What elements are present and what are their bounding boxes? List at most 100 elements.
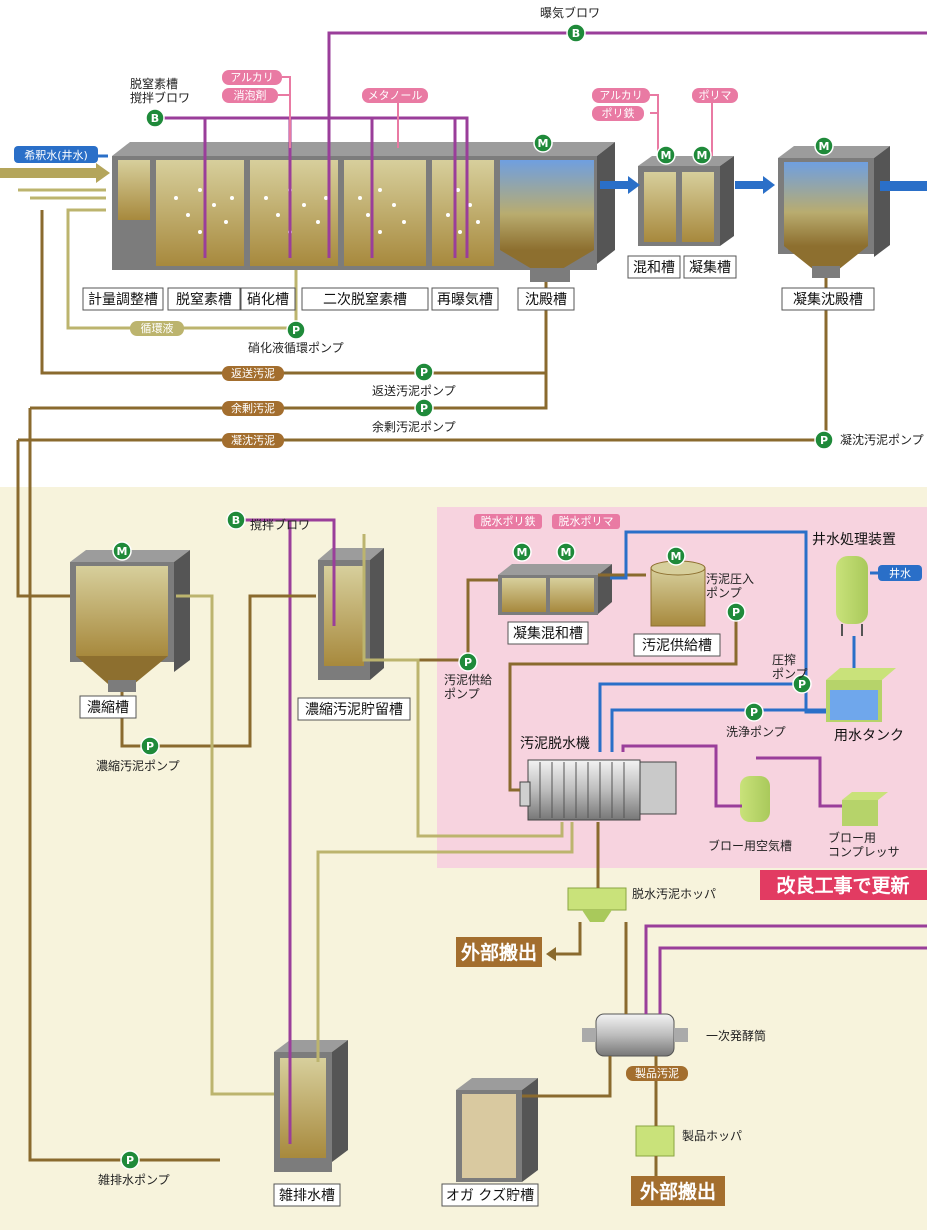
pump-badge: P	[744, 702, 764, 722]
water-tank-unit	[826, 668, 896, 722]
svg-text:P: P	[464, 656, 472, 669]
svg-text:脱水汚泥ホッパ: 脱水汚泥ホッパ	[632, 886, 716, 901]
svg-text:撹拌ブロワ: 撹拌ブロワ	[250, 517, 310, 532]
svg-text:メタノール: メタノール	[368, 89, 423, 102]
svg-text:M: M	[538, 137, 549, 150]
svg-text:外部搬出: 外部搬出	[640, 1180, 716, 1203]
svg-text:製品汚泥: 製品汚泥	[635, 1066, 679, 1080]
blower-badge: B	[226, 510, 246, 530]
chemical-pills: アルカリ 消泡剤 メタノール アルカリ ポリ鉄 ポリマ 脱水ポリ鉄 脱水ポリマ	[222, 70, 738, 529]
svg-text:濃縮汚泥ポンプ: 濃縮汚泥ポンプ	[96, 758, 180, 773]
tank-label-coagulation: 凝集槽	[683, 255, 737, 279]
thick-storage-tank	[318, 548, 384, 680]
tank-label-sedimentation: 沈殿槽	[517, 287, 575, 311]
svg-text:P: P	[420, 366, 428, 379]
tank-label-nitrification: 硝化槽	[240, 287, 296, 311]
svg-text:濃縮汚泥貯留槽: 濃縮汚泥貯留槽	[305, 702, 403, 718]
pump-badge: P	[414, 398, 434, 418]
tank-label-coag-sedimentation: 凝集沈殿槽	[781, 287, 875, 311]
motor-badge: M	[666, 546, 686, 566]
svg-text:再曝気槽: 再曝気槽	[437, 292, 493, 308]
svg-text:ブロー用空気槽: ブロー用空気槽	[708, 838, 792, 853]
pump-badge: P	[414, 362, 434, 382]
blower-compressor	[842, 792, 888, 826]
svg-text:M: M	[517, 546, 528, 559]
svg-text:P: P	[292, 324, 300, 337]
svg-text:曝気ブロワ: 曝気ブロワ	[540, 5, 600, 20]
output-tags: 外部搬出 外部搬出	[456, 937, 725, 1206]
motor-badge: M	[112, 541, 132, 561]
svg-text:ポリ鉄: ポリ鉄	[602, 106, 635, 120]
svg-text:用水タンク: 用水タンク	[834, 728, 904, 744]
svg-text:二次脱窒素槽: 二次脱窒素槽	[323, 291, 407, 308]
tank-label-denitrification: 脱窒素槽	[167, 287, 241, 311]
svg-text:脱窒素槽撹拌ブロワ: 脱窒素槽撹拌ブロワ	[130, 76, 190, 105]
svg-text:雑排水槽: 雑排水槽	[279, 1188, 335, 1204]
tank-label-sludge-supply: 汚泥供給槽	[633, 633, 721, 657]
thickener-tank	[70, 550, 190, 692]
svg-text:汚泥圧入ポンプ: 汚泥圧入ポンプ	[706, 572, 754, 600]
svg-text:汚泥脱水機: 汚泥脱水機	[520, 736, 590, 752]
svg-text:P: P	[420, 402, 428, 415]
svg-text:オガ クズ貯槽: オガ クズ貯槽	[446, 1188, 534, 1204]
drain-tank	[274, 1040, 348, 1172]
svg-text:凝集沈殿槽: 凝集沈殿槽	[793, 291, 863, 308]
svg-text:井水: 井水	[889, 566, 911, 580]
sludge-supply-tank	[650, 560, 706, 627]
svg-text:一次発酵筒: 一次発酵筒	[706, 1028, 766, 1043]
coag-mixing-unit	[498, 564, 612, 615]
svg-text:P: P	[820, 434, 828, 447]
svg-text:返送汚泥ポンプ: 返送汚泥ポンプ	[372, 383, 456, 398]
blower-air-tank	[740, 776, 770, 822]
svg-text:ブロー用コンプレッサ: ブロー用コンプレッサ	[828, 830, 900, 859]
svg-text:P: P	[146, 740, 154, 753]
svg-text:返送汚泥: 返送汚泥	[231, 366, 275, 380]
hopper	[567, 887, 627, 922]
svg-text:余剰汚泥: 余剰汚泥	[231, 401, 275, 415]
svg-text:沈殿槽: 沈殿槽	[525, 292, 567, 308]
flow-arrows-blue	[600, 176, 927, 194]
svg-text:雑排水ポンプ: 雑排水ポンプ	[98, 1172, 170, 1187]
svg-text:希釈水(井水): 希釈水(井水)	[24, 148, 88, 162]
svg-text:凝集槽: 凝集槽	[689, 259, 731, 276]
svg-text:凝沈汚泥ポンプ: 凝沈汚泥ポンプ	[840, 432, 924, 447]
svg-text:M: M	[661, 149, 672, 162]
svg-text:P: P	[798, 678, 806, 691]
svg-text:循環液: 循環液	[141, 321, 174, 335]
svg-text:余剰汚泥ポンプ: 余剰汚泥ポンプ	[372, 419, 456, 434]
svg-text:M: M	[697, 149, 708, 162]
motor-badge: M	[692, 145, 712, 165]
tank-label-metering: 計量調整槽	[82, 287, 164, 311]
svg-text:M: M	[117, 545, 128, 558]
svg-text:洗浄ポンプ: 洗浄ポンプ	[726, 725, 786, 739]
svg-text:P: P	[732, 606, 740, 619]
svg-text:ポリマ: ポリマ	[699, 89, 732, 102]
main-tank-train	[112, 142, 615, 282]
svg-text:アルカリ: アルカリ	[230, 71, 274, 84]
product-hopper	[635, 1125, 675, 1157]
pump-badge: P	[726, 602, 746, 622]
dilution-water-tag: 希釈水(井水)	[14, 146, 98, 163]
water-lines	[598, 530, 888, 752]
svg-text:圧搾ポンプ: 圧搾ポンプ	[772, 652, 808, 681]
svg-text:脱窒素槽: 脱窒素槽	[176, 291, 232, 308]
tank-label-thick-storage: 濃縮汚泥貯留槽	[297, 697, 411, 721]
well-water-tag: 井水	[878, 565, 922, 581]
pump-badge: P	[792, 674, 812, 694]
svg-text:P: P	[126, 1154, 134, 1167]
svg-text:凝沈汚泥: 凝沈汚泥	[231, 433, 275, 447]
bottom-drain-lines	[176, 534, 574, 1096]
svg-text:濃縮槽: 濃縮槽	[87, 700, 129, 716]
tank-label-coag-mixing: 凝集混和槽	[507, 621, 589, 645]
svg-text:M: M	[561, 546, 572, 559]
svg-text:混和槽: 混和槽	[633, 260, 675, 276]
pump-badge: P	[120, 1150, 140, 1170]
svg-text:硝化槽: 硝化槽	[247, 292, 289, 308]
svg-text:井水処理装置: 井水処理装置	[812, 532, 896, 548]
svg-text:B: B	[151, 112, 159, 125]
svg-text:アルカリ: アルカリ	[599, 89, 643, 102]
tank-label-reaeration: 再曝気槽	[431, 287, 499, 311]
svg-text:B: B	[572, 27, 580, 40]
mixing-coag-unit	[638, 156, 734, 246]
